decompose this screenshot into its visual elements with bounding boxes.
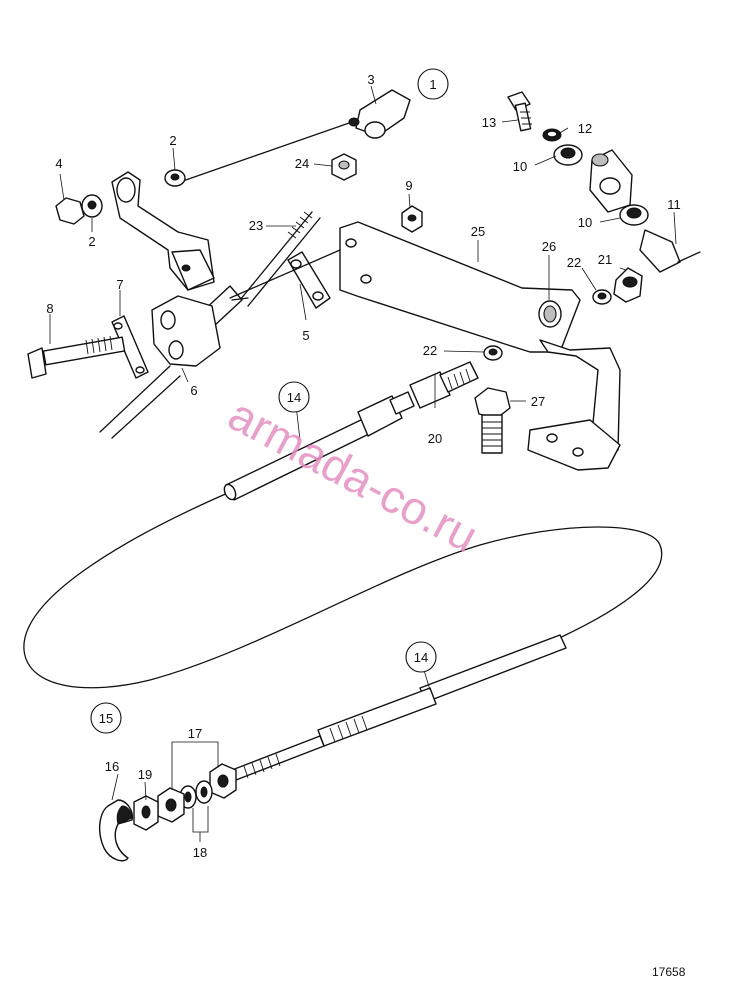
label-7: 7 xyxy=(116,277,123,292)
label-4: 4 xyxy=(55,156,62,171)
label-10-upper: 10 xyxy=(513,159,527,174)
label-15: 15 xyxy=(99,711,113,726)
right-linkage xyxy=(401,91,701,361)
label-21: 21 xyxy=(598,252,612,267)
callout-circle-15 xyxy=(90,702,122,734)
label-10-lower: 10 xyxy=(578,215,592,230)
label-2-lower: 2 xyxy=(88,234,95,249)
label-22-right: 22 xyxy=(567,255,581,270)
figure-number: 17658 xyxy=(652,965,686,979)
label-2-upper: 2 xyxy=(169,133,176,148)
label-8: 8 xyxy=(46,301,53,316)
label-16: 16 xyxy=(105,759,119,774)
label-23: 23 xyxy=(249,218,263,233)
label-9: 9 xyxy=(405,178,412,193)
left-linkage xyxy=(27,89,411,439)
label-19: 19 xyxy=(138,767,152,782)
label-25: 25 xyxy=(471,224,485,239)
label-1: 1 xyxy=(429,77,436,92)
part-labels: 1 2 2 3 4 5 6 7 8 9 10 10 11 12 13 14 14… xyxy=(46,72,680,860)
cable-loop xyxy=(23,491,663,689)
callout-circle-14-upper xyxy=(278,381,310,413)
label-5: 5 xyxy=(302,328,309,343)
label-22-middle: 22 xyxy=(423,343,437,358)
label-20: 20 xyxy=(428,431,442,446)
label-12: 12 xyxy=(578,121,592,136)
label-26: 26 xyxy=(542,239,556,254)
cable-end-assembly xyxy=(98,634,567,862)
cable-sheath-upper xyxy=(223,391,415,501)
label-24: 24 xyxy=(295,156,309,171)
callout-circle-14-lower xyxy=(405,641,437,673)
label-11: 11 xyxy=(667,197,681,212)
label-6: 6 xyxy=(190,383,197,398)
label-18: 18 xyxy=(193,845,207,860)
label-14-upper: 14 xyxy=(287,390,301,405)
flange-bolt xyxy=(474,387,511,454)
label-3: 3 xyxy=(367,72,374,87)
label-13: 13 xyxy=(482,115,496,130)
leader-lines xyxy=(49,85,677,842)
label-27: 27 xyxy=(531,394,545,409)
label-17: 17 xyxy=(188,726,202,741)
mounting-bracket xyxy=(339,221,621,471)
cable-adapter xyxy=(409,361,479,409)
label-14-lower: 14 xyxy=(414,650,428,665)
callout-circle-1 xyxy=(417,68,449,100)
